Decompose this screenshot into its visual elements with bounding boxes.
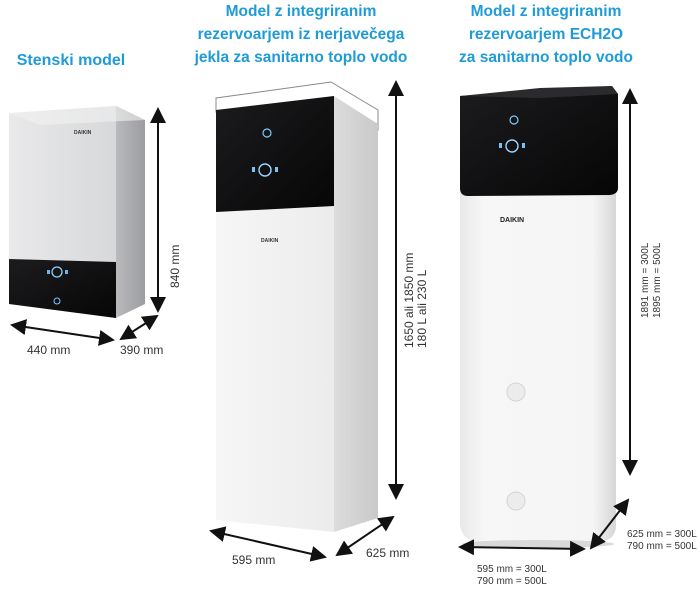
stainless-width-arrow <box>209 526 327 562</box>
wall-unit-dial-icon <box>51 266 63 278</box>
ech2o-width-line-1: 595 mm = 300L <box>477 564 547 575</box>
wall-depth-label: 390 mm <box>120 343 164 357</box>
ech2o-dial-icon <box>505 139 519 153</box>
stainless-tower-unit: DAIKIN <box>215 81 379 532</box>
ech2o-unit: DAIKIN <box>460 86 618 548</box>
stainless-tower-logo: DAIKIN <box>261 238 279 244</box>
ech2o-width-arrow <box>458 539 586 557</box>
title-ech2o-line-2: rezervoarjem ECH2O <box>468 26 624 43</box>
wall-unit-power-icon <box>53 297 61 305</box>
ech2o-depth-arrow <box>589 498 630 550</box>
ech2o-button-left <box>499 143 502 148</box>
wall-width-label: 440 mm <box>27 343 71 357</box>
ech2o-top-lid <box>460 86 618 98</box>
title-stainless-line-2: rezervoarjem iz nerjavečega <box>197 26 405 43</box>
stainless-tower-side <box>334 96 378 532</box>
title-stainless-line-3: jekla za sanitarno toplo vodo <box>194 49 408 66</box>
title-ech2o-model: Model z integriranim rezervoarjem ECH2O … <box>432 0 660 69</box>
stainless-height-label: 1650 ali 1850 mm 180 L ali 230 L <box>402 253 429 348</box>
stainless-tower-dial-icon <box>258 163 272 177</box>
title-stainless-model: Model z integriranim rezervoarjem iz ner… <box>170 0 432 69</box>
ech2o-height-line-2: 1895 mm = 500L <box>652 242 663 318</box>
wall-unit-side <box>116 106 145 318</box>
ech2o-fill-port-bottom <box>506 491 526 511</box>
title-wall-model: Stenski model <box>16 52 126 69</box>
stainless-depth-label: 625 mm <box>366 546 410 560</box>
title-ech2o-line-3: za sanitarno toplo vodo <box>459 49 633 66</box>
ech2o-depth-line-2: 790 mm = 500L <box>627 541 697 552</box>
wall-unit-control-panel <box>9 259 116 318</box>
stainless-depth-arrow <box>335 515 395 557</box>
stainless-height-line-2: 180 L ali 230 L <box>415 269 429 348</box>
ech2o-depth-label: 625 mm = 300L 790 mm = 500L <box>627 529 697 553</box>
ech2o-fill-port-top <box>506 382 526 402</box>
wall-unit-button-right <box>65 270 68 274</box>
ech2o-power-icon <box>509 115 519 125</box>
ech2o-body <box>460 186 616 542</box>
ech2o-top-cover <box>460 86 618 196</box>
ech2o-depth-line-1: 625 mm = 300L <box>627 529 697 540</box>
wall-unit: DAIKIN <box>9 106 145 318</box>
title-ech2o-line-1: Model z integriranim <box>470 3 622 20</box>
ech2o-width-label: 595 mm = 300L 790 mm = 500L <box>477 564 547 588</box>
stainless-tower-button-left <box>252 167 255 172</box>
stainless-width-label: 595 mm <box>232 553 276 567</box>
title-stainless-line-1: Model z integriranim <box>225 3 377 20</box>
ech2o-height-label: 1891 mm = 300L 1895 mm = 500L <box>640 243 664 318</box>
wall-unit-top <box>9 106 145 125</box>
stainless-tower-button-right <box>275 167 278 172</box>
stainless-tower-display-panel <box>216 96 334 212</box>
stainless-tower-power-icon <box>262 128 272 138</box>
wall-height-label: 840 mm <box>168 244 182 288</box>
wall-width-arrow <box>10 319 115 346</box>
wall-unit-logo: DAIKIN <box>74 130 92 136</box>
ech2o-width-line-2: 790 mm = 500L <box>477 576 547 587</box>
ech2o-height-line-1: 1891 mm = 300L <box>640 242 651 318</box>
ech2o-button-right <box>522 143 525 148</box>
wall-depth-arrow <box>119 314 159 341</box>
wall-unit-button-left <box>47 270 50 274</box>
ech2o-logo: DAIKIN <box>500 217 524 224</box>
